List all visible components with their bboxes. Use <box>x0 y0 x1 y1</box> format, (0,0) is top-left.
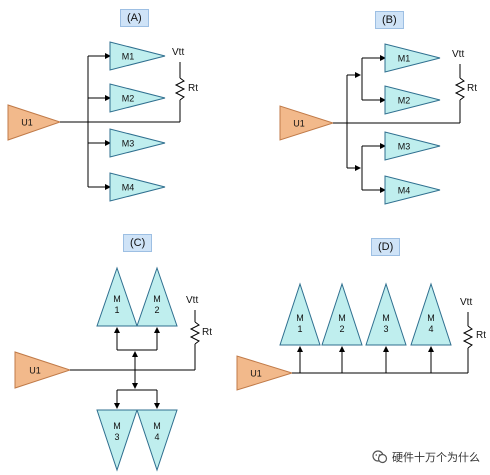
panel-c-resistor <box>189 321 201 345</box>
panel-c-m2-label: M 2 <box>153 294 161 315</box>
panel-d-load-m3 <box>365 282 407 346</box>
panel-a-rt-label: Rt <box>188 83 198 94</box>
panel-a-resistor <box>174 77 186 101</box>
panel-a-m3-label: M3 <box>121 138 135 149</box>
panel-a-source-u1 <box>7 104 62 141</box>
panel-a-load-m3 <box>109 128 166 158</box>
panel-c-vtt-label: Vtt <box>186 295 199 306</box>
wechat-icon <box>372 450 388 464</box>
panel-c-source-u1 <box>14 351 72 389</box>
panel-d-m1-label: M 1 <box>296 313 304 334</box>
panel-d <box>236 282 474 391</box>
panel-a-tag: (A) <box>120 9 149 28</box>
panel-b <box>279 43 466 205</box>
panel-d-load-m1 <box>279 282 321 346</box>
panel-a <box>7 41 186 202</box>
panel-c-rt-label: Rt <box>202 327 212 338</box>
panel-d-m2-label: M 2 <box>338 313 346 334</box>
panel-a-load-m4 <box>109 172 166 202</box>
panel-c-load-m4 <box>136 409 178 472</box>
watermark: 硬件十万个为什么 <box>372 449 480 465</box>
panel-c-load-m1 <box>96 266 138 327</box>
panel-b-m4-label: M4 <box>397 185 411 196</box>
panel-a-source-label: U1 <box>21 117 33 128</box>
panel-d-vtt-label: Vtt <box>460 297 473 308</box>
watermark-text: 硬件十万个为什么 <box>392 452 480 464</box>
panel-d-load-m4 <box>410 282 452 346</box>
panel-c <box>14 266 201 472</box>
panel-d-rt-label: Rt <box>476 330 486 341</box>
panel-c-load-m3 <box>96 409 138 472</box>
panel-b-vtt-label: Vtt <box>452 49 465 60</box>
panel-d-resistor <box>462 325 474 349</box>
panel-a-m4-label: M4 <box>121 182 135 193</box>
panel-c-source-label: U1 <box>29 365 41 376</box>
panel-b-source-u1 <box>279 105 335 141</box>
panel-d-load-m2 <box>321 282 363 346</box>
panel-b-m3-label: M3 <box>397 141 411 152</box>
panel-d-source-u1 <box>236 355 294 391</box>
panel-a-m1-label: M1 <box>121 51 135 62</box>
panel-c-tag: (C) <box>123 234 153 253</box>
panel-b-load-m3 <box>384 131 441 161</box>
panel-a-vtt-label: Vtt <box>172 47 185 58</box>
panel-a-load-m2 <box>109 83 166 113</box>
panel-b-load-m2 <box>384 85 441 115</box>
panel-b-source-label: U1 <box>293 118 305 129</box>
panel-a-m2-label: M2 <box>121 93 135 104</box>
panel-b-load-m1 <box>384 43 441 73</box>
panel-d-m3-label: M 3 <box>382 313 390 334</box>
panel-b-load-m4 <box>384 175 441 205</box>
panel-c-m3-label: M 3 <box>113 421 121 442</box>
panel-c-m1-label: M 1 <box>113 294 121 315</box>
panel-d-m4-label: M 4 <box>427 313 435 334</box>
panel-b-resistor <box>454 77 466 101</box>
panel-c-m4-label: M 4 <box>153 421 161 442</box>
panel-d-tag: (D) <box>371 238 401 257</box>
panel-d-source-label: U1 <box>250 368 262 379</box>
panel-b-m2-label: M2 <box>397 95 411 106</box>
panel-b-m1-label: M1 <box>397 53 411 64</box>
panel-b-tag: (B) <box>375 11 404 30</box>
panel-a-load-m1 <box>109 41 166 71</box>
panel-b-rt-label: Rt <box>467 83 477 94</box>
panel-c-load-m2 <box>136 266 178 327</box>
